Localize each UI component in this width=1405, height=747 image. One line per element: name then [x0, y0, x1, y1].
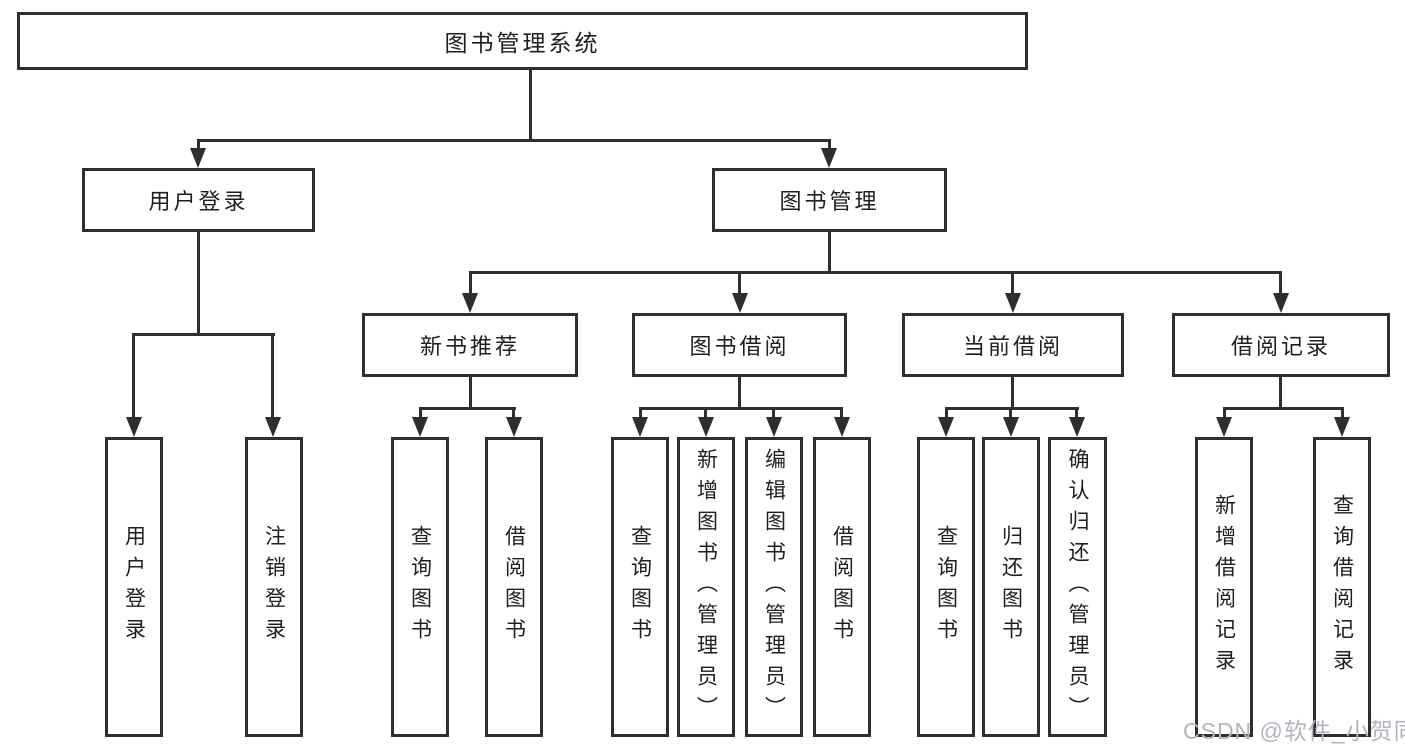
connector-segment [772, 407, 775, 421]
leaf-query-books-current: 查询图书 [917, 437, 975, 737]
node-label: 图书管理系统 [444, 30, 601, 56]
leaf-confirm-return-admin: 确认归还（管理员） [1048, 437, 1107, 737]
connector-segment [1011, 376, 1014, 409]
node-label: 查询图书 [628, 525, 652, 649]
connector-segment [828, 232, 831, 274]
connector-segment [945, 407, 948, 421]
node-book-borrowing: 图书借阅 [632, 313, 847, 377]
connector-segment [197, 231, 200, 336]
connector-segment [197, 139, 831, 142]
connector-segment [529, 68, 532, 142]
arrow-down-icon [1069, 417, 1085, 437]
arrow-down-icon [821, 148, 837, 168]
leaf-query-books-borrow: 查询图书 [611, 437, 669, 737]
arrow-down-icon [412, 417, 428, 437]
arrow-down-icon [938, 417, 954, 437]
connector-segment [840, 407, 843, 421]
arrow-down-icon [1273, 293, 1289, 313]
arrow-down-icon [126, 417, 142, 437]
connector-segment [419, 407, 516, 410]
leaf-query-books-new: 查询图书 [391, 437, 449, 737]
connector-segment [132, 333, 135, 421]
connector-segment [738, 376, 741, 409]
node-label: 新书推荐 [419, 334, 520, 359]
arrow-down-icon [1005, 293, 1021, 313]
connector-segment [469, 376, 472, 409]
arrow-down-icon [632, 417, 648, 437]
connector-segment [271, 333, 274, 421]
connector-segment [639, 407, 843, 410]
leaf-query-borrow-record: 查询借阅记录 [1313, 437, 1371, 737]
node-label: 借阅记录 [1230, 334, 1331, 359]
connector-segment [704, 407, 707, 421]
connector-segment [945, 407, 1079, 410]
leaf-logout: 注销登录 [245, 437, 303, 737]
arrow-down-icon [1216, 417, 1232, 437]
connector-segment [639, 407, 642, 421]
leaf-return-books: 归还图书 [982, 437, 1040, 737]
arrow-down-icon [506, 417, 522, 437]
leaf-add-borrow-record: 新增借阅记录 [1195, 437, 1253, 737]
connector-segment [197, 139, 200, 153]
connector-segment [1341, 407, 1344, 421]
arrow-down-icon [265, 417, 281, 437]
node-label: 用户登录 [122, 525, 146, 649]
node-new-book-recommend: 新书推荐 [362, 313, 578, 377]
connector-segment [1009, 407, 1012, 421]
csdn-watermark: CSDN @软件_小贺同学 [1183, 718, 1405, 744]
node-label: 查询图书 [408, 525, 432, 649]
leaf-borrow-books-new: 借阅图书 [485, 437, 543, 737]
connector-segment [1075, 407, 1078, 421]
node-label: 用户登录 [148, 189, 249, 214]
leaf-borrow-books-borrow: 借阅图书 [813, 437, 871, 737]
arrow-down-icon [1003, 417, 1019, 437]
node-label: 图书管理 [779, 189, 880, 214]
node-label: 确认归还（管理员） [1066, 447, 1090, 727]
leaf-edit-book-admin: 编辑图书（管理员） [745, 437, 803, 737]
arrow-down-icon [1334, 417, 1350, 437]
connector-segment [828, 139, 831, 153]
node-label: 新增借阅记录 [1212, 494, 1236, 680]
node-label: 图书借阅 [689, 334, 790, 359]
node-label: 查询借阅记录 [1330, 494, 1354, 680]
connector-segment [469, 271, 472, 297]
connector-segment [1223, 407, 1226, 421]
connector-segment [469, 271, 1282, 274]
arrow-down-icon [462, 293, 478, 313]
node-label: 编辑图书（管理员） [762, 447, 786, 727]
connector-segment [419, 407, 422, 421]
connector-segment [132, 333, 275, 336]
arrow-down-icon [190, 148, 206, 168]
node-book-management: 图书管理 [712, 168, 947, 232]
node-label: 注销登录 [262, 525, 286, 649]
arrow-down-icon [698, 417, 714, 437]
connector-segment [1223, 407, 1344, 410]
node-label: 借阅图书 [830, 525, 854, 649]
leaf-add-book-admin: 新增图书（管理员） [677, 437, 735, 737]
node-label: 借阅图书 [502, 525, 526, 649]
node-borrowing-records: 借阅记录 [1172, 313, 1390, 377]
leaf-user-login: 用户登录 [105, 437, 163, 737]
node-label: 当前借阅 [962, 334, 1063, 359]
connector-segment [1279, 376, 1282, 409]
node-library-system: 图书管理系统 [17, 12, 1028, 70]
arrow-down-icon [766, 417, 782, 437]
node-label: 归还图书 [999, 525, 1023, 649]
node-label: 查询图书 [934, 525, 958, 649]
connector-segment [1011, 271, 1014, 297]
connector-segment [738, 271, 741, 297]
connector-segment [1279, 271, 1282, 297]
node-current-borrowing: 当前借阅 [902, 313, 1124, 377]
arrow-down-icon [732, 293, 748, 313]
arrow-down-icon [834, 417, 850, 437]
node-user-login: 用户登录 [82, 168, 315, 232]
connector-segment [512, 407, 515, 421]
node-label: 新增图书（管理员） [694, 447, 718, 727]
